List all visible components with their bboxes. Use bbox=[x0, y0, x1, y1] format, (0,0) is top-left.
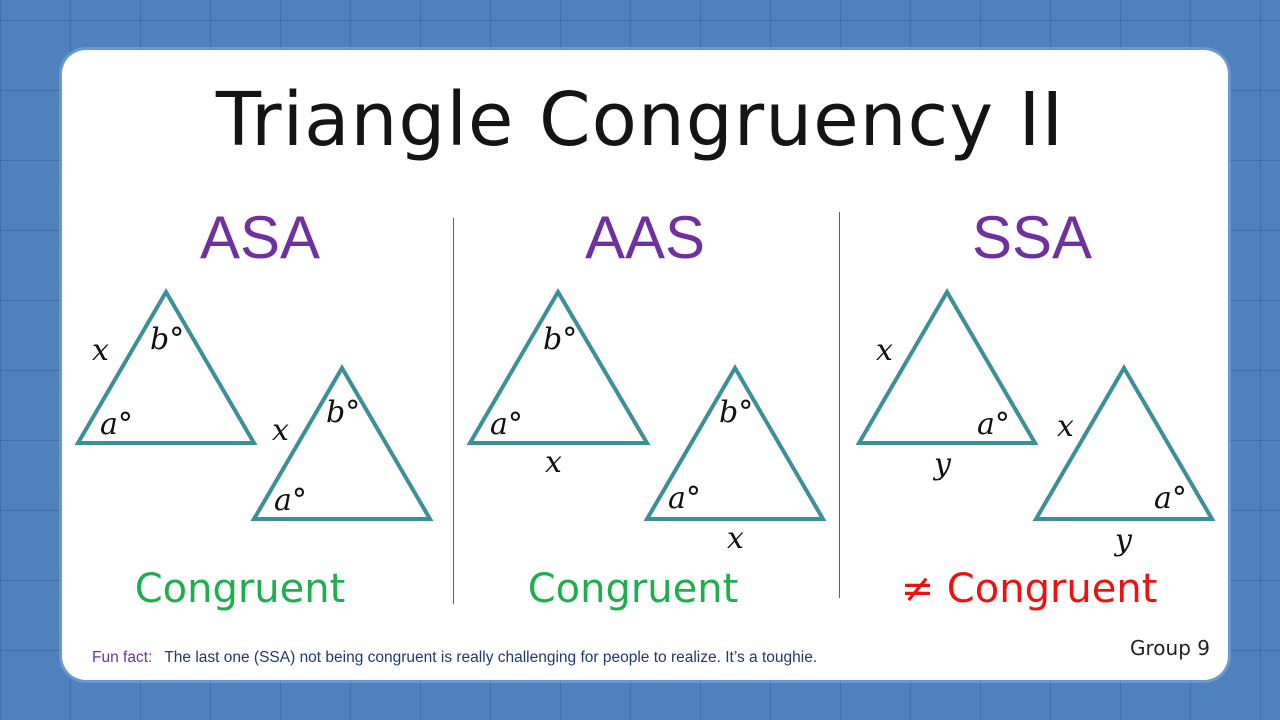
aas1-angle-b: b° bbox=[543, 322, 577, 357]
heading-aas: AAS bbox=[584, 204, 706, 271]
ssa1-side-y: y bbox=[932, 447, 952, 482]
ssa-triangle-1 bbox=[855, 288, 1039, 445]
slide-card bbox=[62, 50, 1228, 680]
ssa1-angle-a: a° bbox=[977, 407, 1010, 442]
aas2-side-x: x bbox=[727, 521, 744, 556]
divider-left bbox=[453, 218, 454, 604]
aas1-angle-a: a° bbox=[490, 407, 523, 442]
heading-ssa: SSA bbox=[971, 204, 1093, 271]
asa1-side-x: x bbox=[92, 333, 109, 368]
ssa2-side-y: y bbox=[1113, 523, 1133, 558]
fun-fact-text: The last one (SSA) not being congruent i… bbox=[164, 649, 818, 666]
aas2-angle-b: b° bbox=[719, 395, 753, 430]
verdict-asa: Congruent bbox=[134, 566, 346, 612]
ssa1-side-x: x bbox=[876, 333, 893, 368]
verdict-aas: Congruent bbox=[527, 566, 739, 612]
fun-fact-label: Fun fact: bbox=[92, 649, 153, 666]
verdict-ssa: ≠ Congruent bbox=[900, 566, 1158, 612]
divider-right bbox=[839, 212, 840, 598]
heading-asa: ASA bbox=[199, 204, 321, 271]
ssa2-side-x: x bbox=[1057, 409, 1074, 444]
asa2-side-x: x bbox=[272, 413, 289, 448]
fun-fact: Fun fact: The last one (SSA) not being co… bbox=[92, 649, 817, 667]
asa1-angle-b: b° bbox=[150, 322, 184, 357]
ssa-triangle-2 bbox=[1032, 364, 1216, 521]
ssa2-angle-a: a° bbox=[1154, 481, 1187, 516]
asa2-angle-b: b° bbox=[326, 395, 360, 430]
asa-triangle-1 bbox=[74, 288, 258, 445]
asa-triangle-2 bbox=[250, 364, 434, 521]
asa1-angle-a: a° bbox=[100, 407, 133, 442]
aas1-side-x: x bbox=[545, 445, 562, 480]
slide-title: Triangle Congruency II bbox=[215, 77, 1065, 163]
aas2-angle-a: a° bbox=[668, 481, 701, 516]
group-label: Group 9 bbox=[1130, 636, 1210, 660]
aas-triangle-1 bbox=[466, 288, 651, 445]
asa2-angle-a: a° bbox=[274, 483, 307, 518]
aas-triangle-2 bbox=[643, 364, 827, 521]
